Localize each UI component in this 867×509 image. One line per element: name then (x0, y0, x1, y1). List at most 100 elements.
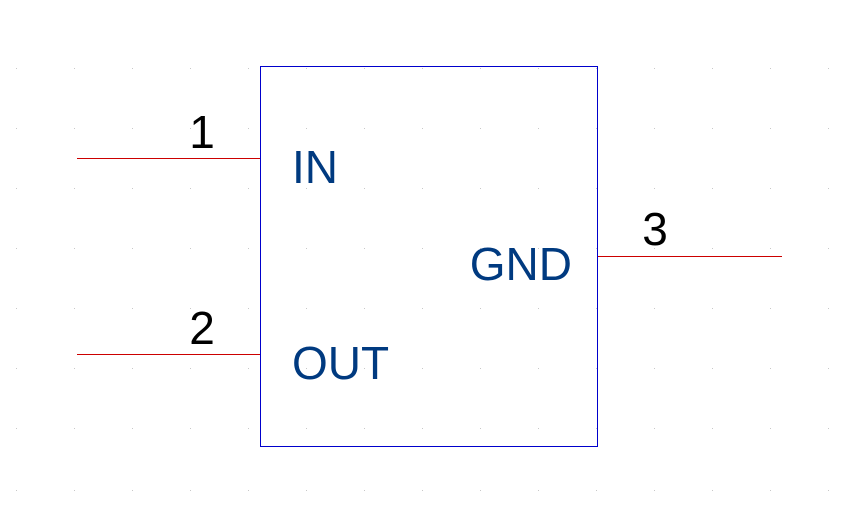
grid-dot (132, 428, 133, 429)
grid-dot (654, 308, 655, 309)
grid-dot (596, 248, 597, 249)
grid-dot (654, 428, 655, 429)
grid-dot (422, 490, 423, 491)
grid-dot (596, 490, 597, 491)
grid-dot (770, 248, 771, 249)
grid-dot (306, 68, 307, 69)
grid-dot (712, 128, 713, 129)
grid-dot (16, 308, 17, 309)
grid-dot (596, 128, 597, 129)
grid-dot (16, 248, 17, 249)
grid-dot (306, 128, 307, 129)
pin-2[interactable]: 2 OUT (77, 302, 389, 389)
grid-dot (364, 68, 365, 69)
grid-dot (364, 308, 365, 309)
grid-dot (74, 368, 75, 369)
grid-dot (538, 368, 539, 369)
grid-dot (480, 308, 481, 309)
grid-dot (770, 188, 771, 189)
grid-dot (248, 188, 249, 189)
grid-dot (364, 128, 365, 129)
grid-dot (712, 428, 713, 429)
grid-dot (828, 368, 829, 369)
grid-dot (654, 490, 655, 491)
grid-dot (306, 188, 307, 189)
grid-dot (132, 368, 133, 369)
grid-dot (190, 490, 191, 491)
grid-dot (422, 308, 423, 309)
grid-dot (770, 428, 771, 429)
grid-dot (422, 428, 423, 429)
grid-dot (16, 490, 17, 491)
grid-dot (364, 368, 365, 369)
grid-dot (422, 188, 423, 189)
grid-dot (132, 490, 133, 491)
grid-dot (480, 428, 481, 429)
grid-dot (306, 490, 307, 491)
grid-dot (364, 490, 365, 491)
grid-dot (770, 308, 771, 309)
grid-dot (248, 490, 249, 491)
grid-dot (248, 308, 249, 309)
grid-dot (190, 128, 191, 129)
grid-dot (364, 428, 365, 429)
grid-dots (16, 68, 829, 491)
grid-dot (596, 368, 597, 369)
grid-dot (654, 68, 655, 69)
component-body[interactable] (260, 66, 598, 447)
grid-dot (364, 188, 365, 189)
grid-dot (480, 490, 481, 491)
grid-dot (16, 428, 17, 429)
grid-dot (306, 308, 307, 309)
grid-dot (74, 128, 75, 129)
grid-dot (828, 248, 829, 249)
grid-dot (74, 490, 75, 491)
grid-dot (132, 128, 133, 129)
grid-dot (538, 308, 539, 309)
grid-dot (132, 68, 133, 69)
grid-dot (422, 368, 423, 369)
grid-dot (596, 428, 597, 429)
grid-dot (248, 68, 249, 69)
grid-dot (654, 248, 655, 249)
grid-dot (248, 128, 249, 129)
grid-dot (770, 368, 771, 369)
grid-dot (422, 248, 423, 249)
grid-dot (248, 248, 249, 249)
pin-3[interactable]: 3 GND (470, 203, 782, 290)
grid-dot (538, 128, 539, 129)
grid-dot (132, 188, 133, 189)
grid-dot (654, 128, 655, 129)
grid-dot (248, 368, 249, 369)
grid-dot (596, 188, 597, 189)
grid-dot (712, 248, 713, 249)
grid-dot (16, 368, 17, 369)
grid-dot (74, 188, 75, 189)
grid-dot (828, 128, 829, 129)
grid-dot (480, 188, 481, 189)
grid-dot (770, 490, 771, 491)
grid-dot (654, 368, 655, 369)
pin-1[interactable]: 1 IN (77, 106, 338, 193)
grid-dot (480, 248, 481, 249)
pin-1-number: 1 (189, 106, 215, 158)
grid-dot (828, 490, 829, 491)
pin-1-name: IN (292, 141, 338, 193)
grid-dot (654, 188, 655, 189)
grid-dot (364, 248, 365, 249)
grid-dot (828, 308, 829, 309)
grid-dot (190, 248, 191, 249)
grid-dot (828, 188, 829, 189)
grid-dot (190, 68, 191, 69)
pin-3-number: 3 (642, 203, 668, 255)
grid-dot (132, 308, 133, 309)
grid-dot (132, 248, 133, 249)
grid-dot (190, 428, 191, 429)
grid-dot (306, 428, 307, 429)
grid-dot (190, 308, 191, 309)
pin-3-name: GND (470, 238, 572, 290)
grid-dot (770, 128, 771, 129)
grid-dot (712, 308, 713, 309)
grid-dot (770, 68, 771, 69)
grid-dot (74, 428, 75, 429)
